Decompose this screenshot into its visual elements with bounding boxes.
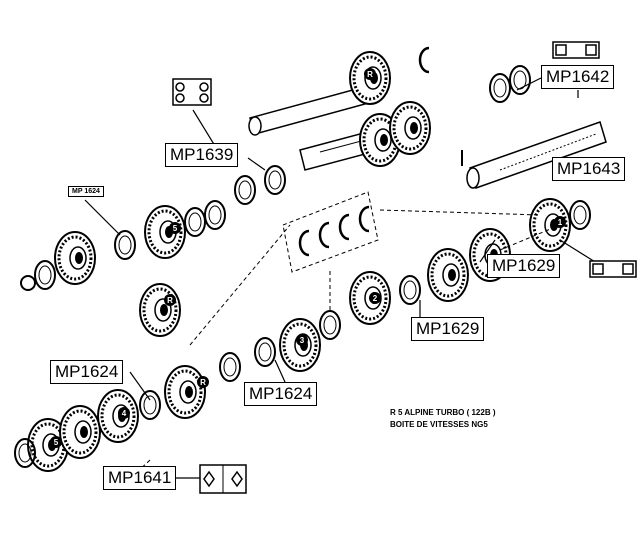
label-mp1641: MP1641 bbox=[103, 466, 177, 490]
marker-first: 1 bbox=[558, 218, 563, 227]
marker-fifth-upper: 5 bbox=[173, 224, 178, 233]
main-shaft bbox=[461, 121, 607, 189]
marker-fifth-lower: 5 bbox=[54, 438, 59, 447]
label-mp1629-upper: MP1629 bbox=[487, 254, 561, 278]
marker-fourth: 4 bbox=[122, 409, 127, 418]
marker-second: 2 bbox=[373, 294, 378, 303]
label-mp1629-lower: MP1629 bbox=[411, 317, 485, 341]
marker-reverse-upper: R bbox=[367, 70, 373, 79]
dashed-leader-lines bbox=[119, 209, 561, 489]
key-insert-icon-1641 bbox=[199, 464, 247, 494]
label-mp1624-center: MP1624 bbox=[244, 382, 318, 406]
marker-third: 3 bbox=[300, 336, 305, 345]
left-gear-cluster bbox=[20, 200, 226, 291]
marker-reverse-low: R bbox=[200, 378, 206, 387]
key-insert-icon-1639 bbox=[172, 78, 212, 106]
key-insert-icon-1642 bbox=[552, 41, 600, 59]
circlip-set bbox=[282, 191, 379, 273]
marker-reverse-mid: R bbox=[167, 296, 173, 305]
label-mp1642: MP1642 bbox=[541, 65, 615, 89]
caption-line1: R 5 ALPINE TURBO ( 122B ) bbox=[390, 408, 496, 417]
caption-line2: BOITE DE VITESSES NG5 bbox=[390, 420, 488, 429]
gear-number-markers: R 5 R R 3 4 5 2 1 bbox=[50, 68, 566, 448]
label-mp1624-small: MP 1624 bbox=[68, 186, 104, 197]
label-mp1624-left: MP1624 bbox=[50, 360, 124, 384]
key-insert-icon-1643 bbox=[589, 260, 637, 278]
label-mp1639: MP1639 bbox=[165, 143, 239, 167]
label-mp1643: MP1643 bbox=[552, 157, 626, 181]
